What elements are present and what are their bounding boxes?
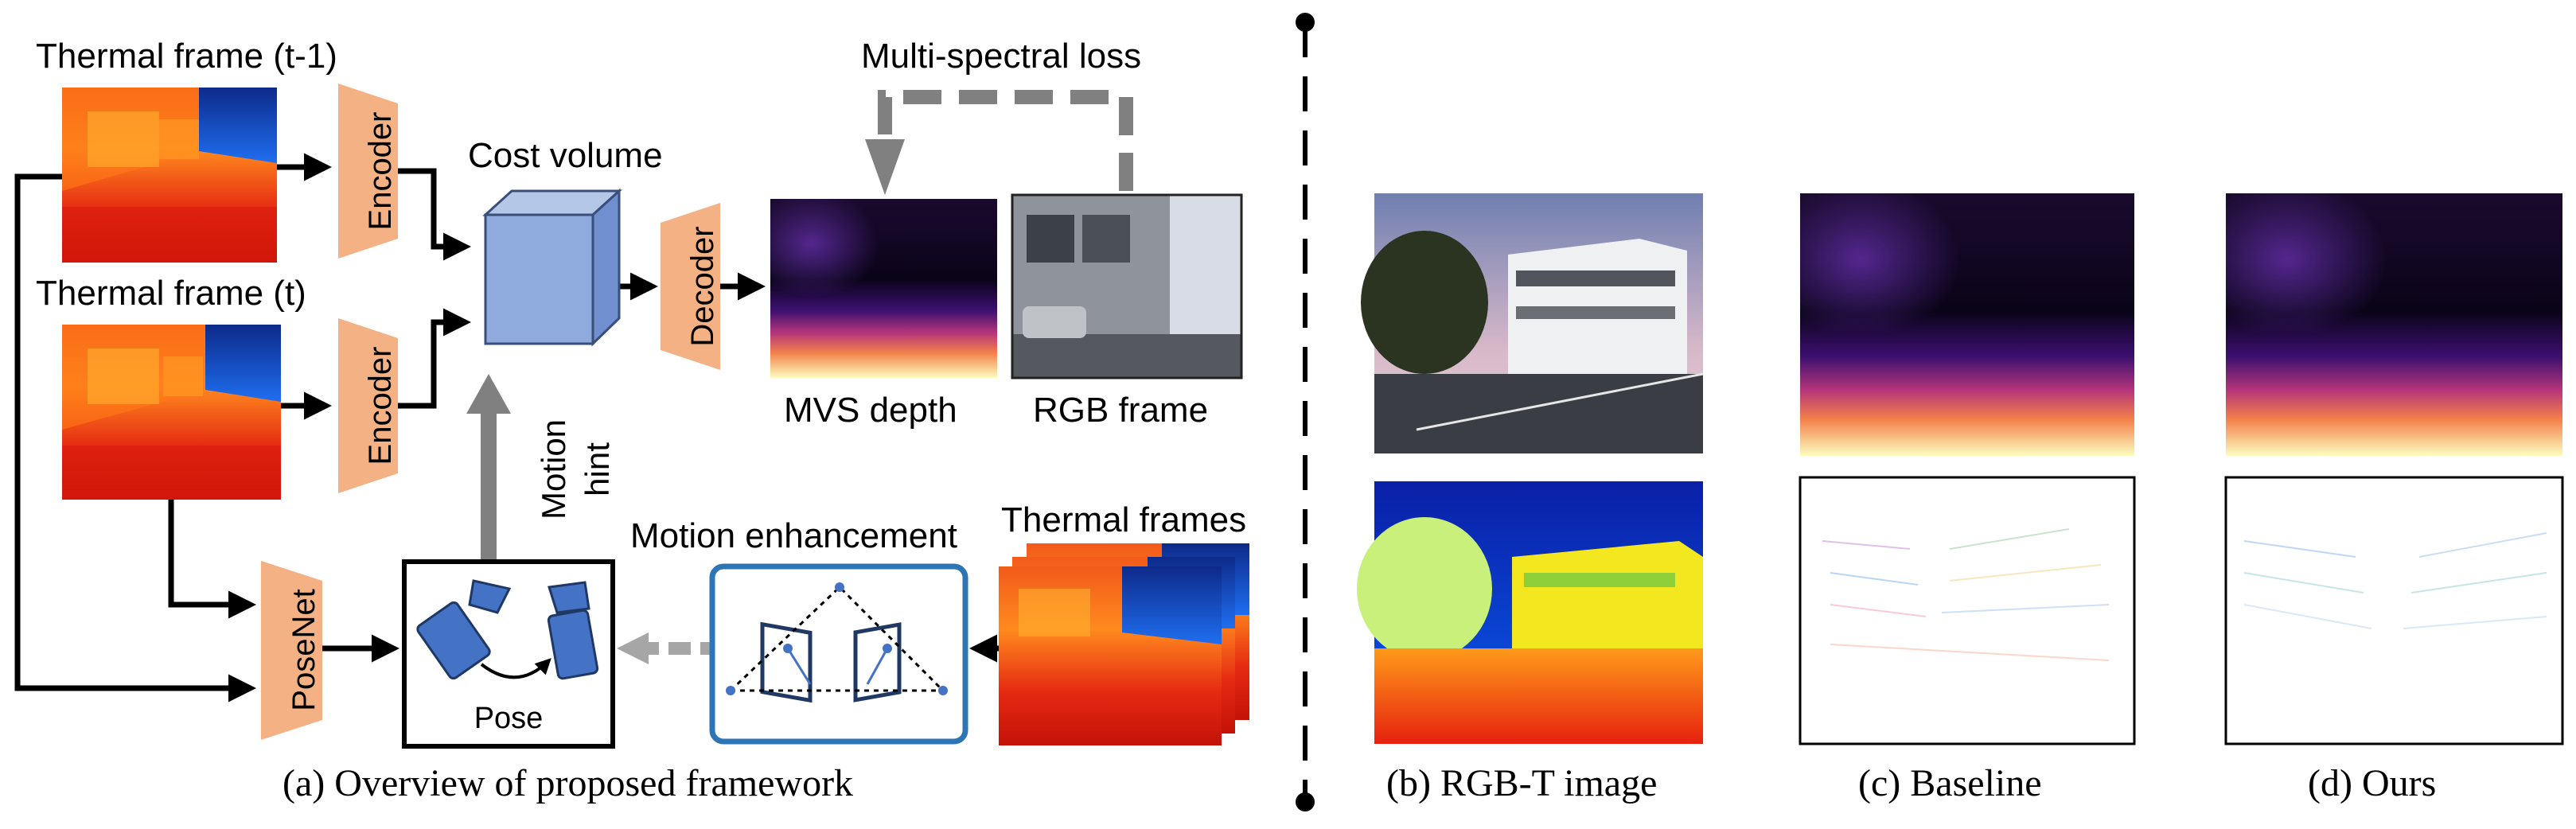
label-multispectral-loss: Multi-spectral loss [861,37,1141,76]
encoder-bottom: Encoder [338,318,398,493]
thermal-frames-stack [999,543,1249,745]
label-cost-volume: Cost volume [468,136,663,175]
baseline-depth-map [1800,193,2134,456]
mvs-depth-image [770,199,997,378]
caption-a: (a) Overview of proposed framework [283,762,853,804]
baseline-flow-map [1799,476,2136,745]
enhancement-to-pose-arrow [617,632,723,664]
label-thermal-prev: Thermal frame (t-1) [36,37,337,76]
arrows-frames-to-encoders [14,153,999,703]
label-hint: hint [579,442,616,496]
panel-divider [1296,13,1315,811]
pose-rotation-arrow [480,658,551,679]
encoder-bottom-label: Encoder [363,347,398,465]
motion-hint-arrow [466,374,511,561]
caption-c: (c) Baseline [1858,762,2042,804]
posenet-label: PoseNet [286,589,322,710]
rgb-frame-image [1011,193,1243,379]
camera-left-icon [416,579,512,680]
caption-d: (d) Ours [2308,762,2436,804]
label-motion: Motion [535,419,572,520]
multispectral-loss-path [878,90,1133,191]
label-motion-enhancement: Motion enhancement [630,516,957,555]
decoder-label: Decoder [685,226,720,346]
thermal-image [1357,481,1703,744]
label-thermal-curr: Thermal frame (t) [36,274,306,313]
encoder-top-label: Encoder [363,112,398,231]
thermal-frame-curr-image [62,325,281,500]
rgb-image [1361,193,1704,453]
caption-b: (b) RGB-T image [1386,762,1657,804]
posenet: PoseNet [261,561,322,740]
pose-label: Pose [474,702,544,735]
camera-right-icon [547,581,599,680]
multispectral-loss-arrowhead [865,139,905,195]
ours-flow-map [2224,476,2564,745]
motion-enhancement-box [709,563,968,745]
thermal-frame-prev-image [62,88,277,263]
decoder: Decoder [661,203,720,370]
pose-box: Pose [402,559,615,749]
cost-volume-cube [482,188,622,347]
encoder-top: Encoder [338,84,398,259]
ours-depth-map [2226,193,2562,456]
label-thermal-frames: Thermal frames [1001,500,1246,539]
label-mvs-depth: MVS depth [784,391,957,430]
label-rgb-frame: RGB frame [1033,391,1208,430]
